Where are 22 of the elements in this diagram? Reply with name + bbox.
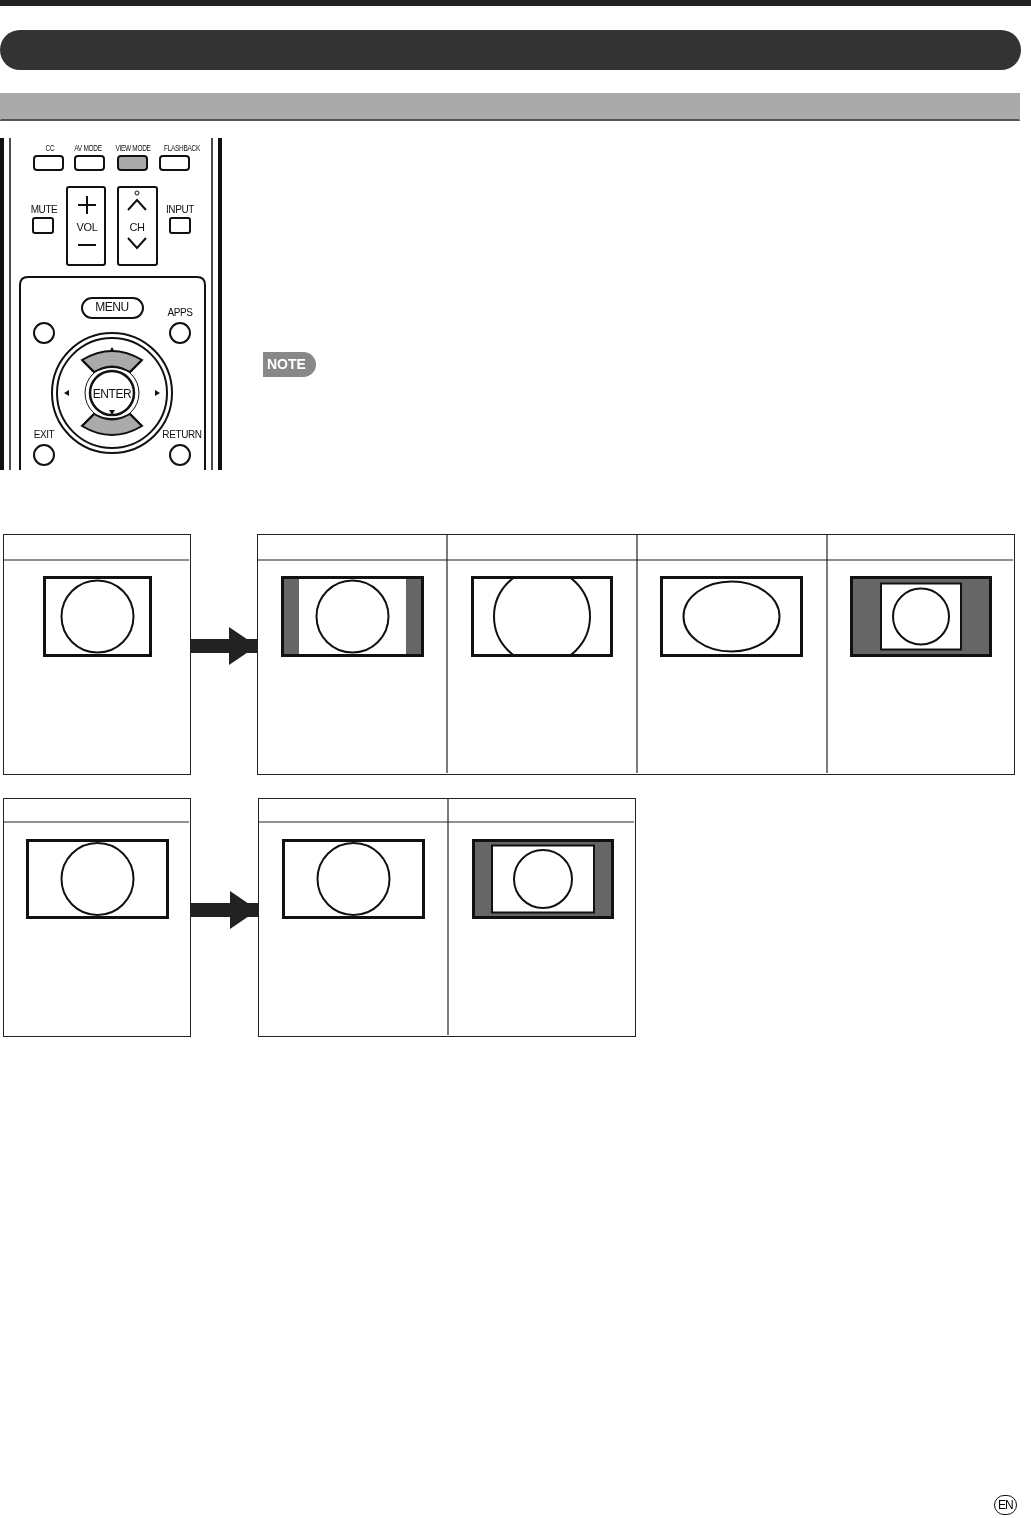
- block-arrow: [191, 891, 258, 929]
- button-label: EXIT: [33, 430, 55, 440]
- table-frame: [3, 798, 191, 1037]
- button-label: ENTER: [92, 388, 132, 400]
- button-label: VOL: [76, 221, 98, 233]
- button-label: FLASHBACK: [164, 143, 200, 153]
- title-bar: [0, 30, 1021, 70]
- button-label: RETURN: [162, 430, 202, 440]
- table-frame: [257, 534, 1015, 775]
- button-label: APPS: [167, 308, 193, 318]
- button-label: INPUT: [166, 205, 194, 215]
- button-label: AV MODE: [74, 143, 102, 153]
- section-bar: [0, 93, 1020, 121]
- button-label: VIEW MODE: [115, 143, 151, 153]
- table-frame: [3, 534, 191, 775]
- button-label: MUTE: [30, 205, 58, 215]
- note-badge: NOTE: [263, 352, 316, 377]
- button-label: CC: [45, 143, 55, 153]
- button-label: CH: [129, 221, 145, 233]
- block-arrow: [191, 627, 257, 665]
- button-label: MENU: [95, 301, 129, 313]
- table-frame: [258, 798, 636, 1037]
